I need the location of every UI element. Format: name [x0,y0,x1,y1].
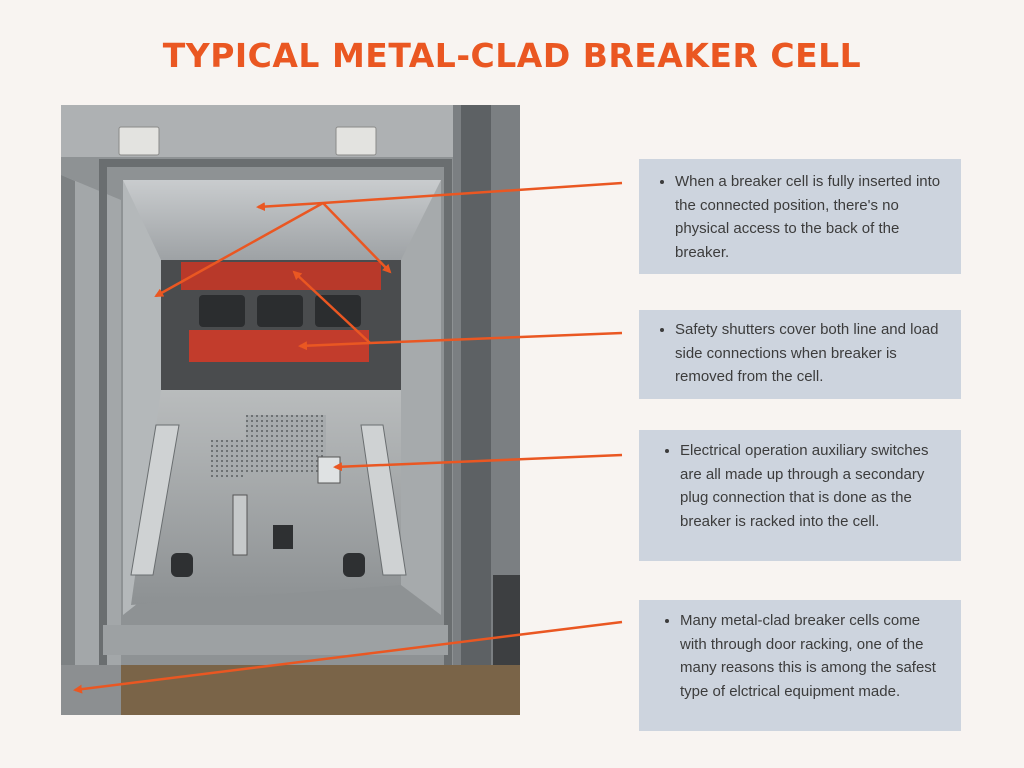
breaker-cell-photo [61,105,520,715]
callout-text: Electrical operation auxiliary switches … [680,439,949,533]
page-title: TYPICAL METAL-CLAD BREAKER CELL [162,36,862,75]
callout-text: Many metal-clad breaker cells come with … [680,609,949,703]
callout-secondary-plug: Electrical operation auxiliary switches … [639,430,961,561]
callout-connected-position: When a breaker cell is fully inserted in… [639,159,961,274]
callout-through-door-racking: Many metal-clad breaker cells come with … [639,600,961,731]
callout-text: Safety shutters cover both line and load… [675,318,949,389]
callout-text: When a breaker cell is fully inserted in… [675,170,949,264]
callout-safety-shutters: Safety shutters cover both line and load… [639,310,961,399]
